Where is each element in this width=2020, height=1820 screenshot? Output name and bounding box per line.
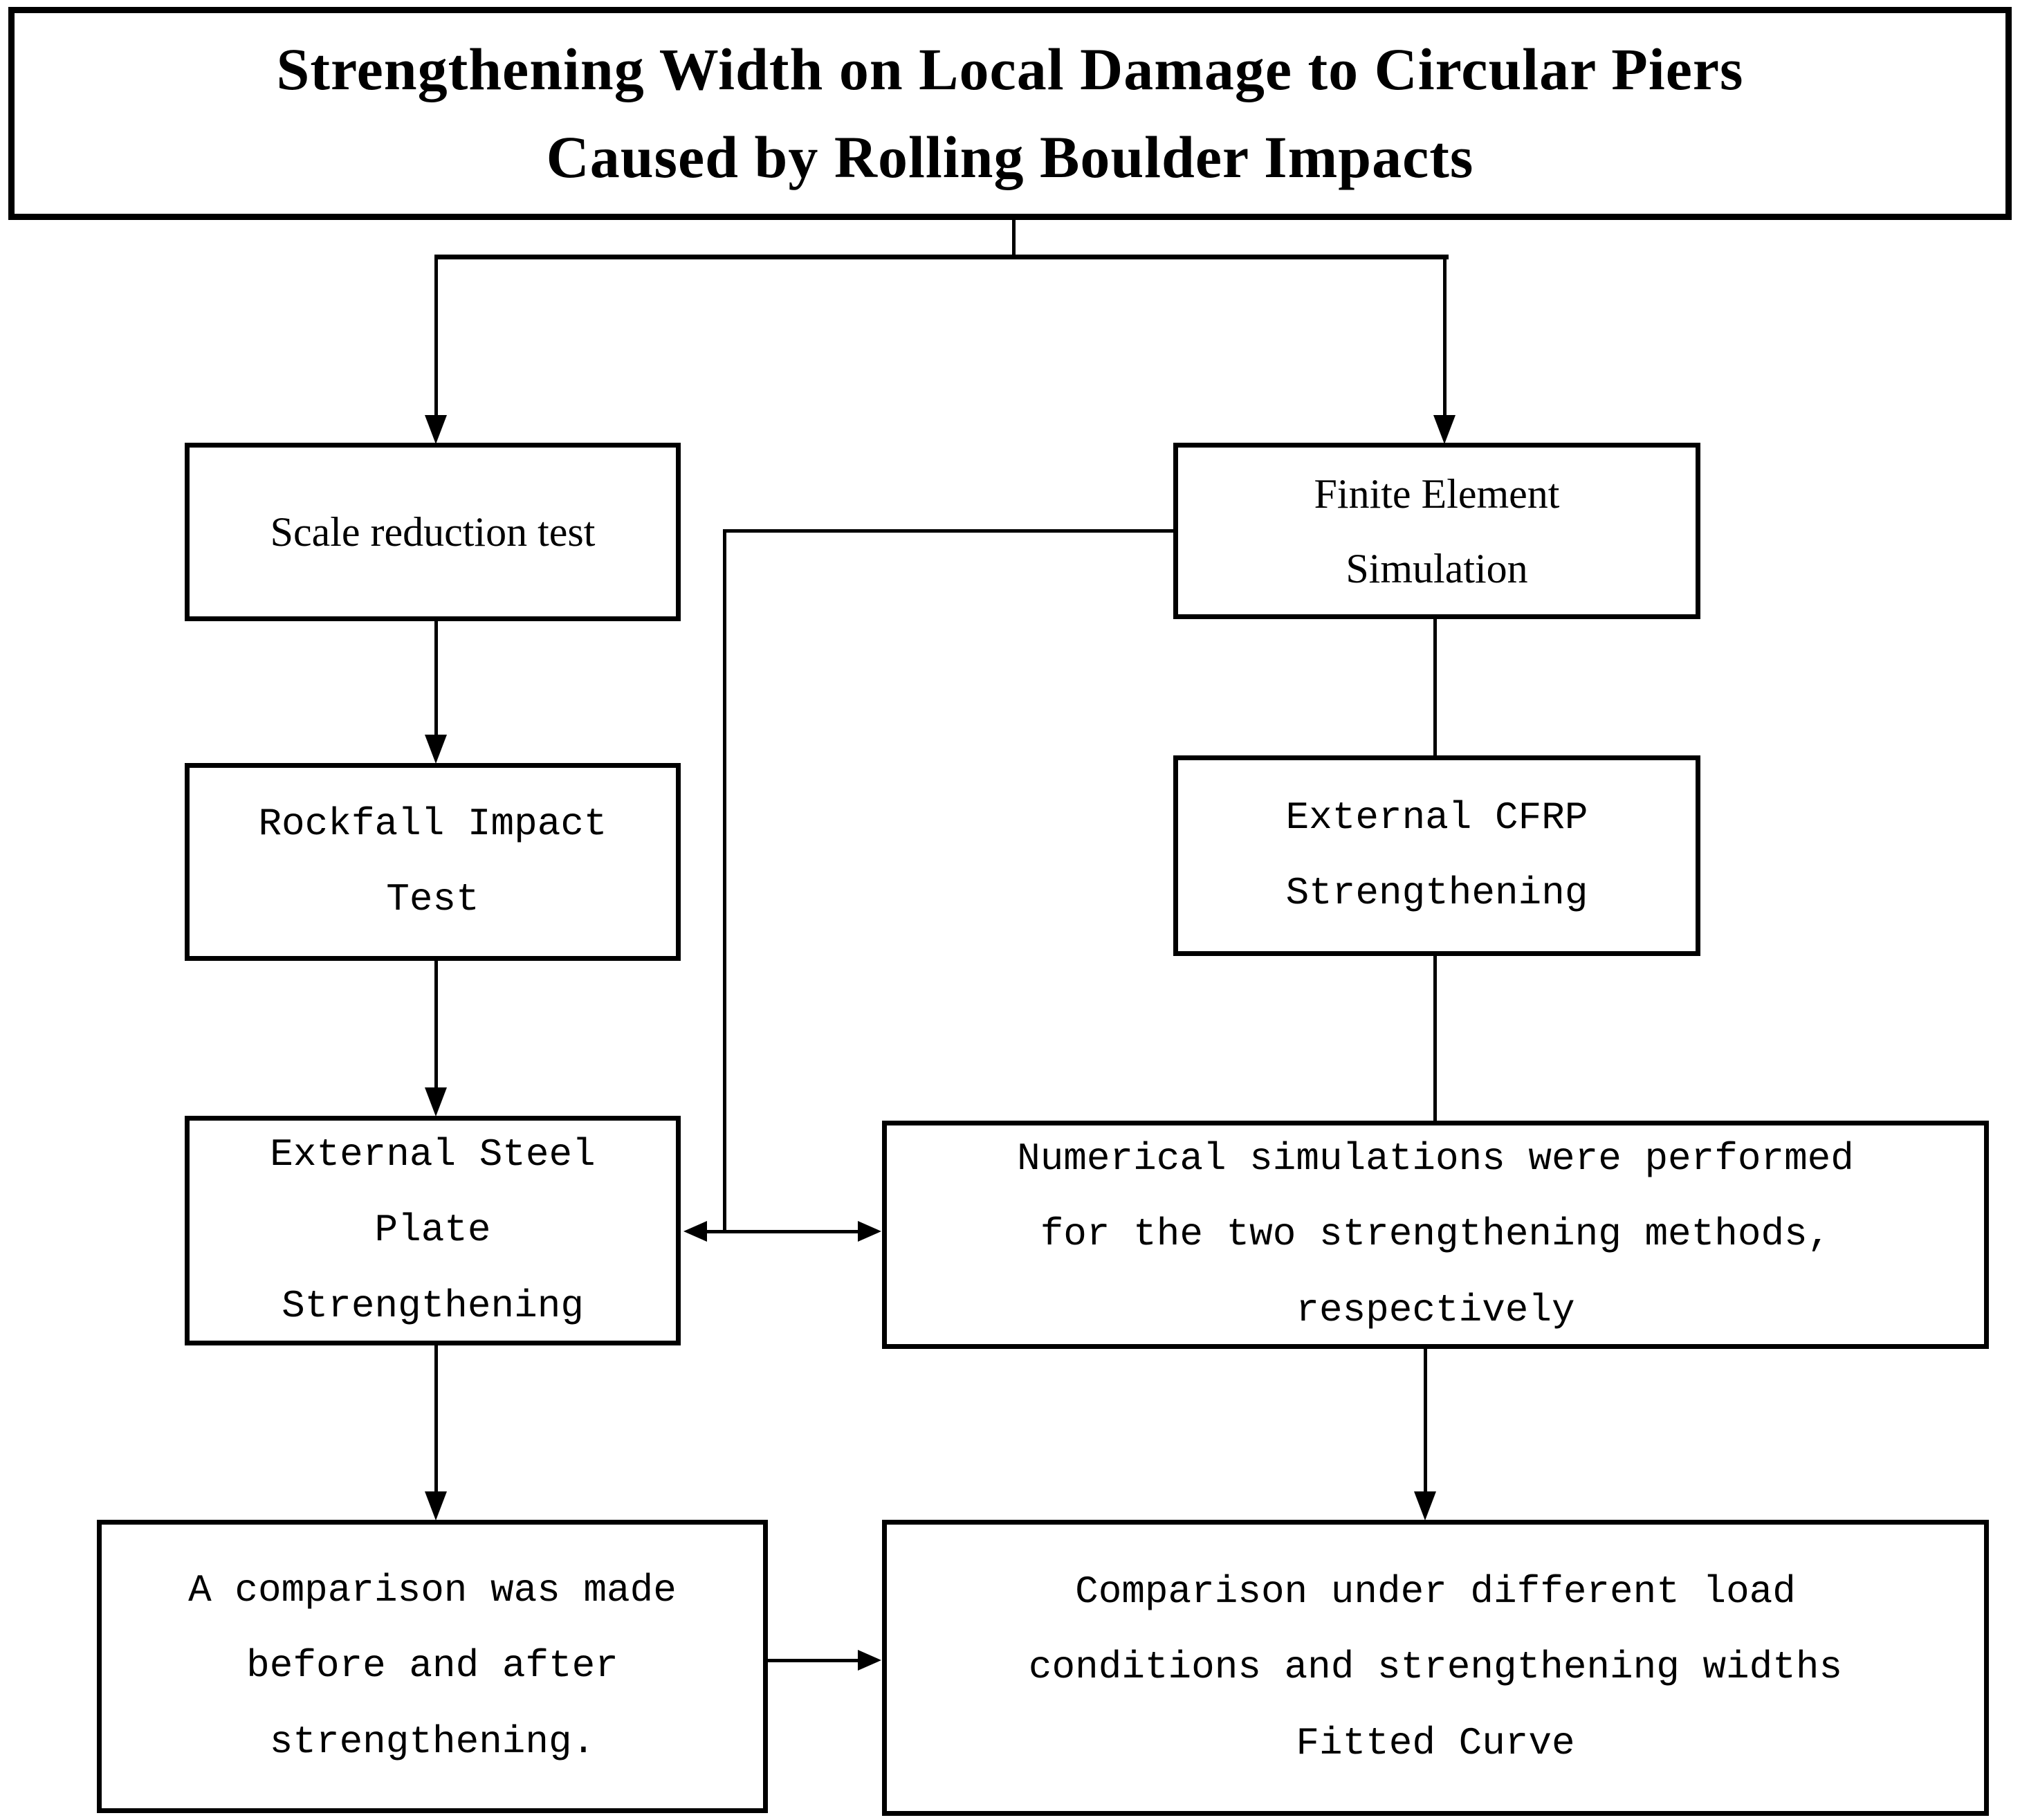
node-label-line: External Steel: [270, 1132, 596, 1177]
node-label-line: Rockfall Impact: [258, 801, 607, 846]
node-external-cfrp-strengthening: External CFRP Strengthening: [1173, 755, 1700, 956]
title-line-1: Strengthening Width on Local Damage to C…: [276, 35, 1744, 102]
node-label-line: for the two strengthening methods,: [1040, 1212, 1831, 1257]
connector-scale-to-rockfall: [434, 621, 438, 737]
arrowhead-right-comparison-load: [858, 1650, 881, 1671]
connector-steel-to-comparison: [434, 1345, 438, 1493]
arrowhead-right-numerical: [858, 1221, 881, 1242]
connector-branch-left-drop: [434, 255, 438, 416]
node-label-line: A comparison was made: [188, 1568, 677, 1613]
connector-branch: [434, 255, 1449, 259]
node-numerical-simulations: Numerical simulations were performed for…: [882, 1121, 1989, 1349]
connector-numerical-to-fitted: [1424, 1349, 1427, 1493]
arrowhead-down-scale-reduction: [425, 415, 447, 444]
connector-title-stem: [1012, 217, 1016, 257]
node-label-line: Strengthening: [282, 1283, 584, 1328]
node-label-line: respectively: [1296, 1287, 1575, 1332]
arrowhead-down-rockfall: [425, 735, 447, 764]
connector-branch-right-drop: [1443, 255, 1447, 416]
node-rockfall-impact-test: Rockfall Impact Test: [185, 763, 681, 961]
node-label-line: Fitted Curve: [1296, 1720, 1575, 1765]
arrowhead-down-comparison-load: [1414, 1491, 1436, 1520]
node-scale-reduction-test: Scale reduction test: [185, 443, 681, 621]
node-label-line: Comparison under different load: [1075, 1570, 1796, 1615]
arrowhead-down-finite-element: [1433, 415, 1456, 444]
node-label-line: Test: [386, 877, 479, 921]
node-external-steel-plate-strengthening: External Steel Plate Strengthening: [185, 1116, 681, 1345]
node-comparison-load-fitted: Comparison under different load conditio…: [882, 1520, 1989, 1816]
title-box: Strengthening Width on Local Damage to C…: [8, 7, 2012, 220]
arrowhead-down-comparison-before-after: [425, 1491, 447, 1520]
node-label-line: Finite Element: [1314, 470, 1560, 517]
node-label-line: strengthening.: [269, 1719, 596, 1764]
arrowhead-down-steel-plate: [425, 1087, 447, 1116]
node-label-line: Scale reduction test: [270, 509, 596, 555]
title-line-2: Caused by Rolling Boulder Impacts: [546, 124, 1474, 190]
connector-double-arrow-line: [704, 1230, 862, 1233]
connector-mid-drop: [723, 529, 726, 1233]
node-label-line: Numerical simulations were performed: [1017, 1137, 1854, 1182]
connector-cfrp-to-numerical: [1433, 956, 1437, 1121]
connector-bottom-link: [766, 1659, 859, 1662]
connector-rockfall-to-steel: [434, 961, 438, 1089]
node-label-line: Simulation: [1346, 545, 1528, 591]
node-comparison-before-after: A comparison was made before and after s…: [97, 1520, 768, 1813]
node-finite-element-simulation: Finite Element Simulation: [1173, 443, 1700, 619]
connector-fe-west: [723, 529, 1173, 533]
node-label-line: conditions and strengthening widths: [1028, 1645, 1843, 1690]
node-label-line: before and after: [246, 1644, 618, 1689]
arrowhead-left-steel-plate: [683, 1221, 707, 1242]
node-label-line: Strengthening: [1285, 871, 1588, 915]
node-label-line: External CFRP: [1285, 795, 1588, 840]
connector-fe-to-cfrp: [1433, 619, 1437, 755]
node-label-line: Plate: [374, 1208, 491, 1253]
